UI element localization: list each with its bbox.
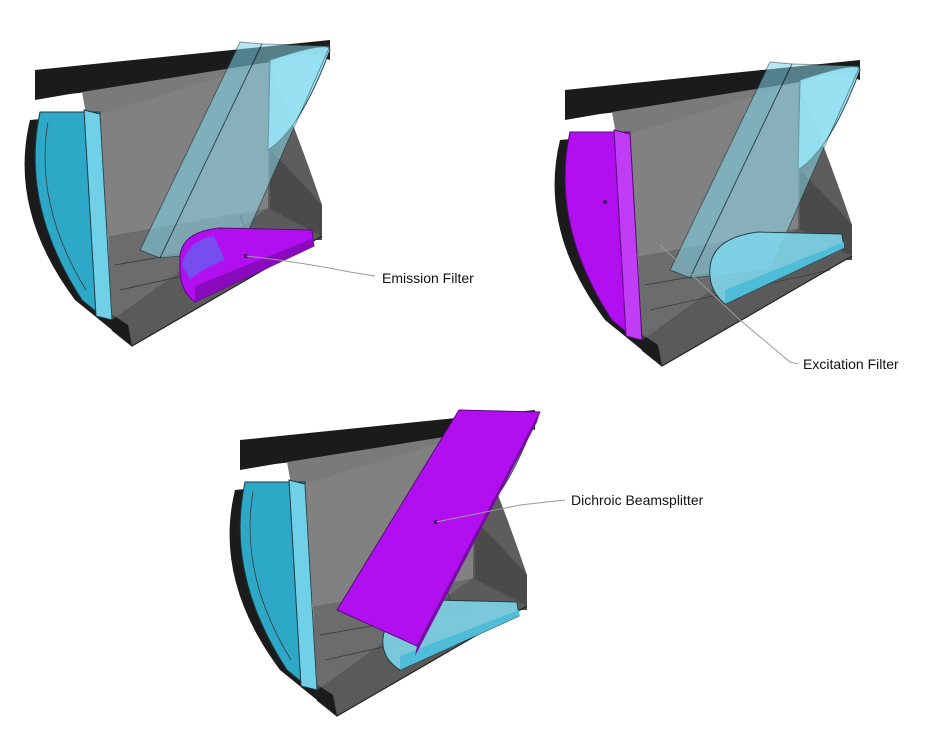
callout-excitation: Excitation Filter [659, 244, 899, 372]
emission-filter-label: Emission Filter [382, 270, 474, 286]
emission-filter-highlight [179, 227, 315, 303]
cube-top-right [553, 59, 861, 367]
excitation-filter-label: Excitation Filter [803, 356, 899, 372]
excitation-filter-highlight [564, 129, 643, 341]
callout-emission: Emission Filter [245, 255, 474, 286]
dichroic-beamsplitter-label: Dichroic Beamsplitter [571, 492, 704, 508]
cube-bottom-center [228, 409, 541, 717]
dichroic-beamsplitter-highlight [336, 409, 541, 656]
cube-top-left [23, 39, 331, 347]
callout-dichroic: Dichroic Beamsplitter [435, 492, 704, 523]
